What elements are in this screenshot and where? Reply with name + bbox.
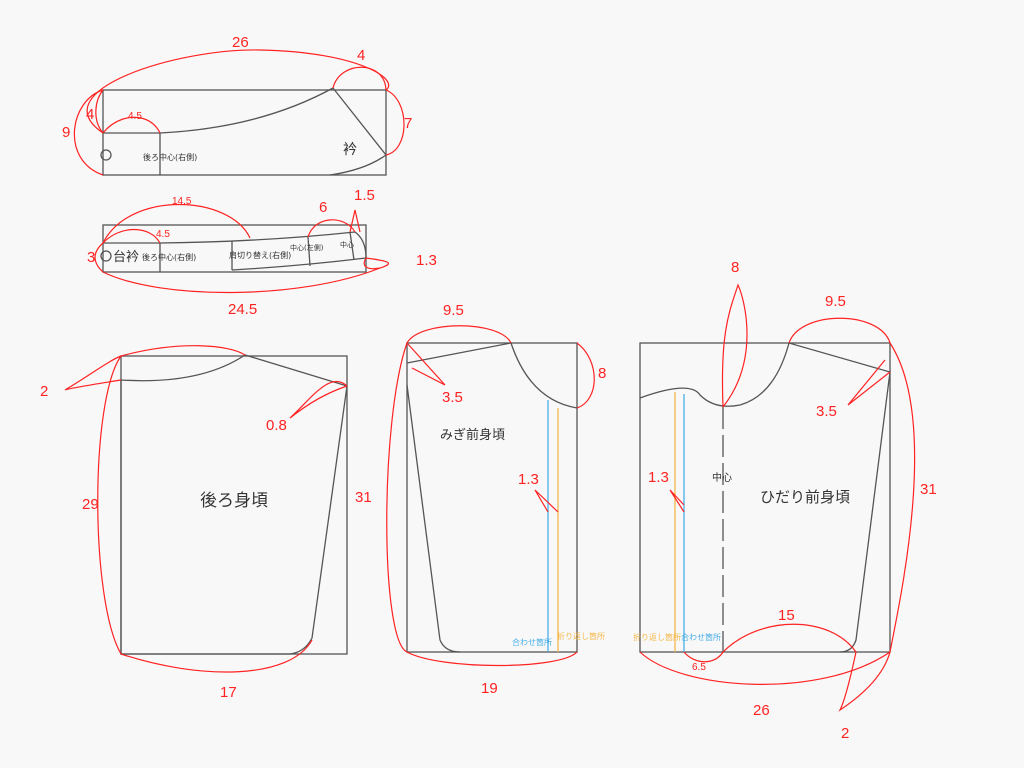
dim-arc <box>721 283 748 408</box>
dim-arc <box>307 219 356 238</box>
label: 合わせ箇所 <box>512 637 552 647</box>
right-front-piece: みぎ前身頃 合わせ箇所 折り返し箇所 9.5 3.5 8 1.3 19 <box>386 302 606 697</box>
dim-label: 1.3 <box>518 471 539 488</box>
dim-arc <box>94 242 104 273</box>
label: 後ろ中心(右側) <box>142 252 196 262</box>
dim-arc <box>683 651 724 663</box>
label: 中心(左側) <box>290 243 324 252</box>
dim-label: 14.5 <box>172 196 192 207</box>
dim-label: 0.8 <box>266 417 287 434</box>
dim-arc <box>576 342 595 409</box>
dim-label: 9.5 <box>825 293 846 310</box>
dim-arc <box>406 342 446 386</box>
dim-label: 26 <box>753 702 770 719</box>
collar-button-mark <box>100 149 112 161</box>
dim-arc <box>102 229 161 244</box>
left-front-neck <box>639 342 891 653</box>
dim-arc <box>788 317 891 344</box>
dim-label: 15 <box>778 607 795 624</box>
dim-arc <box>406 325 512 344</box>
dim-label: 6.5 <box>692 662 706 673</box>
dim-label: 3.5 <box>442 389 463 406</box>
dim-label: 31 <box>355 489 372 506</box>
dim-arc <box>102 204 251 244</box>
stand-collar-curve <box>103 231 367 271</box>
label: 中心 <box>712 471 732 484</box>
dim-arc <box>102 116 161 134</box>
stand-collar-piece: 台衿 後ろ中心(右側) 肩切り替え(右側) 中心(左側) 中心 14.5 4.5… <box>87 187 437 318</box>
dim-arc <box>349 209 361 233</box>
label: 折り返し箇所 <box>633 632 681 642</box>
dim-arc <box>385 89 405 156</box>
dim-label: 17 <box>220 684 237 701</box>
dim-arc <box>95 89 104 134</box>
dim-arc <box>639 651 891 685</box>
dim-label: 26 <box>232 34 249 51</box>
label: 肩切り替え(右側) <box>229 250 291 260</box>
dim-label: 3 <box>87 249 95 266</box>
right-front-outline <box>406 342 578 653</box>
line <box>307 236 311 267</box>
dim-label: 31 <box>920 481 937 498</box>
dim-arc <box>838 651 891 712</box>
stand-collar-title: 台衿 <box>113 250 139 265</box>
dim-arc <box>363 257 389 270</box>
collar-title: 衿 <box>343 142 357 158</box>
dim-label: 4.5 <box>156 229 170 240</box>
dim-label: 1.5 <box>354 187 375 204</box>
dim-arc <box>534 489 559 513</box>
back-body-title: 後ろ身頃 <box>200 491 268 511</box>
dim-arc <box>386 342 578 667</box>
dim-arc <box>73 89 104 176</box>
collar-tip <box>329 87 387 176</box>
dim-arc <box>97 355 122 655</box>
dim-label: 24.5 <box>228 301 257 318</box>
dim-label: 29 <box>82 496 99 513</box>
dim-label: 2 <box>841 725 849 742</box>
dim-arc <box>64 345 246 391</box>
dim-label: 9.5 <box>443 302 464 319</box>
dim-label: 1.3 <box>416 252 437 269</box>
collar-piece: 後ろ中心(右側) 衿 26 4 9 4 7 4.5 <box>62 34 412 176</box>
collar-center-label: 後ろ中心(右側) <box>143 152 197 162</box>
dim-label: 8 <box>598 365 606 382</box>
dim-arc <box>102 267 381 294</box>
label: 折り返し箇所 <box>557 631 605 641</box>
label: 合わせ箇所 <box>681 632 721 642</box>
dim-label: 2 <box>40 383 48 400</box>
dim-arc <box>289 380 348 419</box>
right-front-title: みぎ前身頃 <box>440 427 505 443</box>
stand-button-mark <box>100 250 112 262</box>
collar-curve <box>103 87 334 134</box>
dim-label: 1.3 <box>648 469 669 486</box>
dim-arc <box>332 66 387 91</box>
back-body-piece: 後ろ身頃 2 0.8 29 31 17 <box>40 345 372 701</box>
label: 中心 <box>340 240 354 249</box>
dim-label: 7 <box>404 115 412 132</box>
line <box>349 231 355 261</box>
dim-label: 4 <box>86 106 94 123</box>
dim-label: 4.5 <box>128 111 142 122</box>
right-front-neck <box>406 342 578 409</box>
left-front-title: ひだり前身頃 <box>760 488 850 506</box>
dim-label: 19 <box>481 680 498 697</box>
dim-label: 4 <box>357 47 365 64</box>
dim-label: 3.5 <box>816 403 837 420</box>
dim-label: 9 <box>62 124 70 141</box>
left-front-outline <box>639 342 891 653</box>
dim-arc <box>120 639 313 673</box>
dim-label: 6 <box>319 199 327 216</box>
dim-arc <box>722 623 857 653</box>
left-front-piece: ひだり前身頃 中心 折り返し箇所 合わせ箇所 8 9.5 3.5 1.3 31 … <box>633 259 937 742</box>
dim-arc <box>889 342 916 653</box>
right-front-side <box>406 384 461 653</box>
stand-collar-outline <box>102 224 367 273</box>
dim-arc <box>669 489 685 513</box>
dim-arc <box>847 359 891 406</box>
dim-label: 8 <box>731 259 739 276</box>
